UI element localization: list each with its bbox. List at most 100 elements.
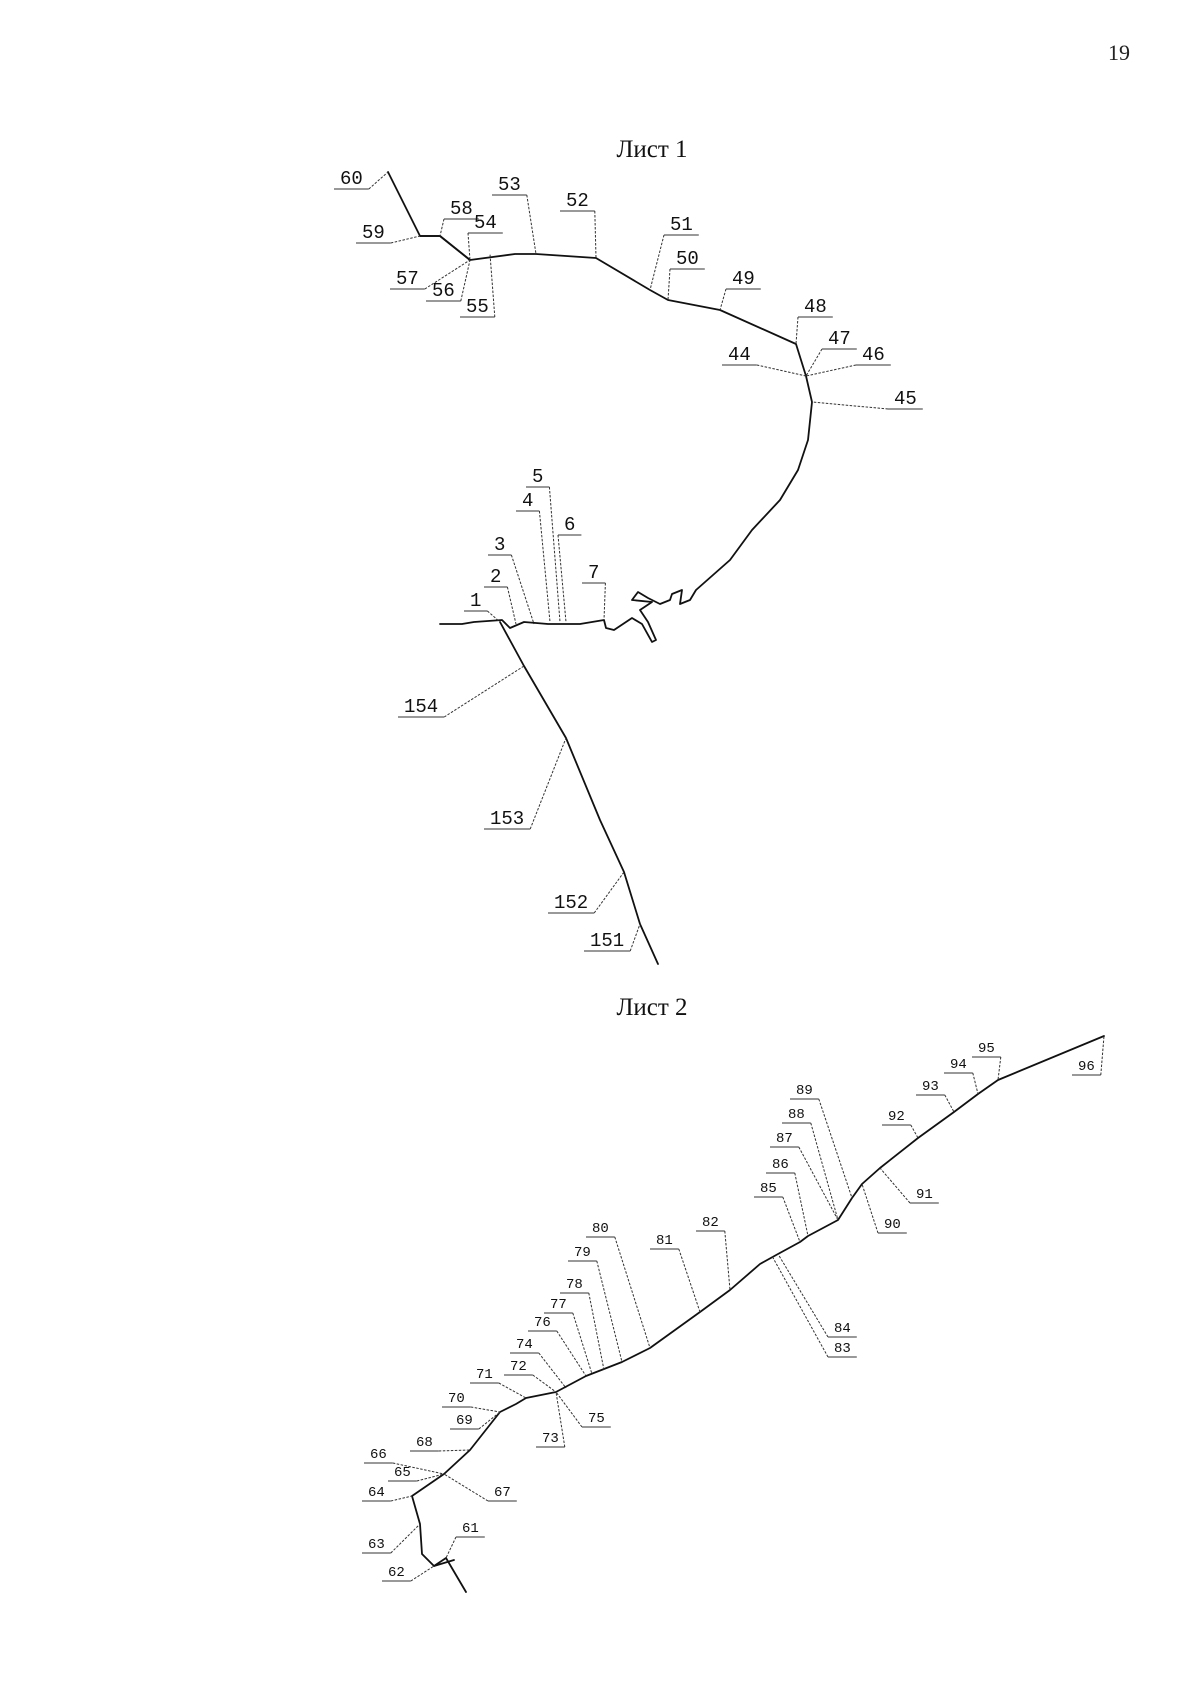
sheet-2-point-number: 84 (834, 1321, 851, 1337)
sheet-2-leader-line-62 (410, 1565, 435, 1582)
sheet-2-leader-line-66 (392, 1462, 445, 1475)
sheet-2-label-63: 63 (362, 1523, 421, 1554)
sheet-1-label-45: 45 (811, 388, 923, 410)
sheet-1-leader-line-59 (390, 235, 421, 244)
sheet-2-label-94: 94 (944, 1057, 979, 1095)
sheet-1-point-number: 2 (490, 566, 501, 588)
sheet-1-label-60: 60 (334, 168, 389, 190)
sheet-2-point-number: 91 (916, 1187, 933, 1203)
sheet-1-label-47: 47 (805, 328, 857, 377)
sheet-1-label-51: 51 (649, 214, 699, 291)
sheet-2-point-number: 62 (388, 1565, 405, 1581)
sheet-2-leader-line-70 (470, 1406, 501, 1413)
sheet-1-point-number: 4 (522, 490, 533, 512)
sheet-2-leader-line-94 (972, 1072, 979, 1095)
sheet-2-point-number: 65 (394, 1465, 411, 1481)
sheet-2-label-87: 87 (770, 1131, 839, 1221)
sheet-1-leader-line-44 (756, 364, 807, 377)
sheet-2-point-number: 89 (796, 1083, 813, 1099)
sheet-1-label-44: 44 (722, 344, 807, 377)
sheet-2-point-number: 94 (950, 1057, 967, 1073)
sheet-1-leader-line-49 (719, 288, 727, 311)
sheet-1-point-number: 153 (490, 808, 524, 830)
sheet-1-point-number: 48 (804, 296, 827, 318)
sheet-2-label-62: 62 (382, 1565, 435, 1582)
sheet-2-label-67: 67 (443, 1473, 517, 1502)
sheet-2-label-64: 64 (362, 1485, 413, 1502)
sheet-1-point-number: 50 (676, 248, 699, 270)
sheet-1-leader-line-45 (811, 401, 889, 410)
sheet-2-leader-line-85 (782, 1196, 801, 1243)
sheet-2-leader-line-71 (498, 1382, 527, 1399)
sheet-2-point-number: 86 (772, 1157, 789, 1173)
sheet-1-label-7: 7 (582, 562, 606, 621)
sheet-2-title: Лист 2 (616, 994, 688, 1021)
sheet-2-leader-line-61 (445, 1536, 457, 1559)
sheet-1-point-number: 5 (532, 466, 543, 488)
sheet-2-label-65: 65 (388, 1465, 445, 1482)
sheet-2-leader-line-83 (771, 1255, 829, 1358)
sheet-2-label-80: 80 (586, 1221, 651, 1349)
sheet-2-leader-line-90 (861, 1183, 879, 1234)
sheet-2-label-74: 74 (510, 1337, 567, 1389)
sheet-2-label-68: 68 (410, 1435, 471, 1452)
sheet-1-point-number: 46 (862, 344, 885, 366)
sheet-2-leader-line-64 (390, 1495, 413, 1502)
sheet-2-leader-line-73 (555, 1391, 566, 1448)
sheet-2-label-88: 88 (782, 1107, 839, 1221)
sheet-1-leader-line-47 (805, 348, 823, 377)
sheet-2-label-81: 81 (650, 1233, 701, 1313)
sheet-1-point-number: 52 (566, 190, 589, 212)
sheet-2-label-95: 95 (972, 1041, 1002, 1081)
sheet-1-leader-line-60 (368, 171, 389, 190)
sheet-2-label-92: 92 (882, 1109, 919, 1139)
sheet-1-point-number: 49 (732, 268, 755, 290)
sheet-2-label-84: 84 (777, 1253, 857, 1338)
sheet-1-label-48: 48 (795, 296, 833, 345)
sheet-1-leader-line-5 (548, 486, 561, 623)
sheet-1-point-number: 58 (450, 198, 473, 220)
sheet-1-point-number: 45 (894, 388, 917, 410)
sheet-2-leader-line-79 (596, 1260, 623, 1363)
sheet-2-leader-line-88 (810, 1122, 839, 1221)
sheet-1-label-6: 6 (557, 514, 582, 623)
sheet-2-leader-line-91 (879, 1167, 911, 1204)
sheet-1-point-number: 7 (588, 562, 599, 584)
sheet-1-leader-line-54 (467, 232, 471, 261)
sheet-1-label-4: 4 (516, 490, 551, 623)
sheet-2-leader-line-81 (678, 1248, 701, 1313)
sheet-2-point-number: 79 (574, 1245, 591, 1261)
sheet-2-point-number: 85 (760, 1181, 777, 1197)
sheet-2-point-number: 76 (534, 1315, 551, 1331)
sheet-1-point-number: 1 (470, 590, 481, 612)
sheet-1-label-56: 56 (426, 259, 471, 302)
sheet-2-leader-line-84 (777, 1253, 829, 1338)
sheet-1-leader-line-55 (489, 253, 496, 318)
sheet-2-label-73: 73 (536, 1391, 566, 1448)
sheet-2-label-90: 90 (861, 1183, 907, 1234)
sheet-2-leader-line-80 (614, 1236, 651, 1349)
sheet-2-leader-line-82 (724, 1230, 731, 1291)
sheet-2-label-66: 66 (364, 1447, 445, 1475)
sheet-1-leader-line-1 (487, 610, 501, 623)
sheet-2-leader-line-86 (794, 1172, 809, 1237)
sheet-1-leader-line-53 (526, 194, 537, 255)
sheet-2-label-70: 70 (442, 1391, 501, 1413)
sheet-2-leader-line-96 (1100, 1035, 1105, 1076)
sheet-1-title: Лист 1 (616, 136, 688, 163)
sheet-2-leader-line-95 (997, 1056, 1002, 1081)
sheet-1-label-152: 152 (548, 871, 625, 914)
sheet-2-leader-line-65 (416, 1473, 445, 1482)
sheet-2-point-number: 61 (462, 1521, 479, 1537)
sheet-2-leader-line-93 (944, 1094, 955, 1113)
sheet-2-label-78: 78 (560, 1277, 605, 1371)
sheet-2-leader-line-77 (572, 1312, 593, 1375)
sheet-2-point-number: 82 (702, 1215, 719, 1231)
sheet-1-labels: 6059585453525150494847464544575655546372… (334, 168, 923, 952)
sheet-1-leader-line-57 (424, 259, 471, 290)
sheet-1-label-58: 58 (439, 198, 479, 237)
sheet-1-label-59: 59 (356, 222, 421, 244)
sheet-2-leader-line-76 (556, 1330, 587, 1377)
sheet-1-point-number: 44 (728, 344, 751, 366)
